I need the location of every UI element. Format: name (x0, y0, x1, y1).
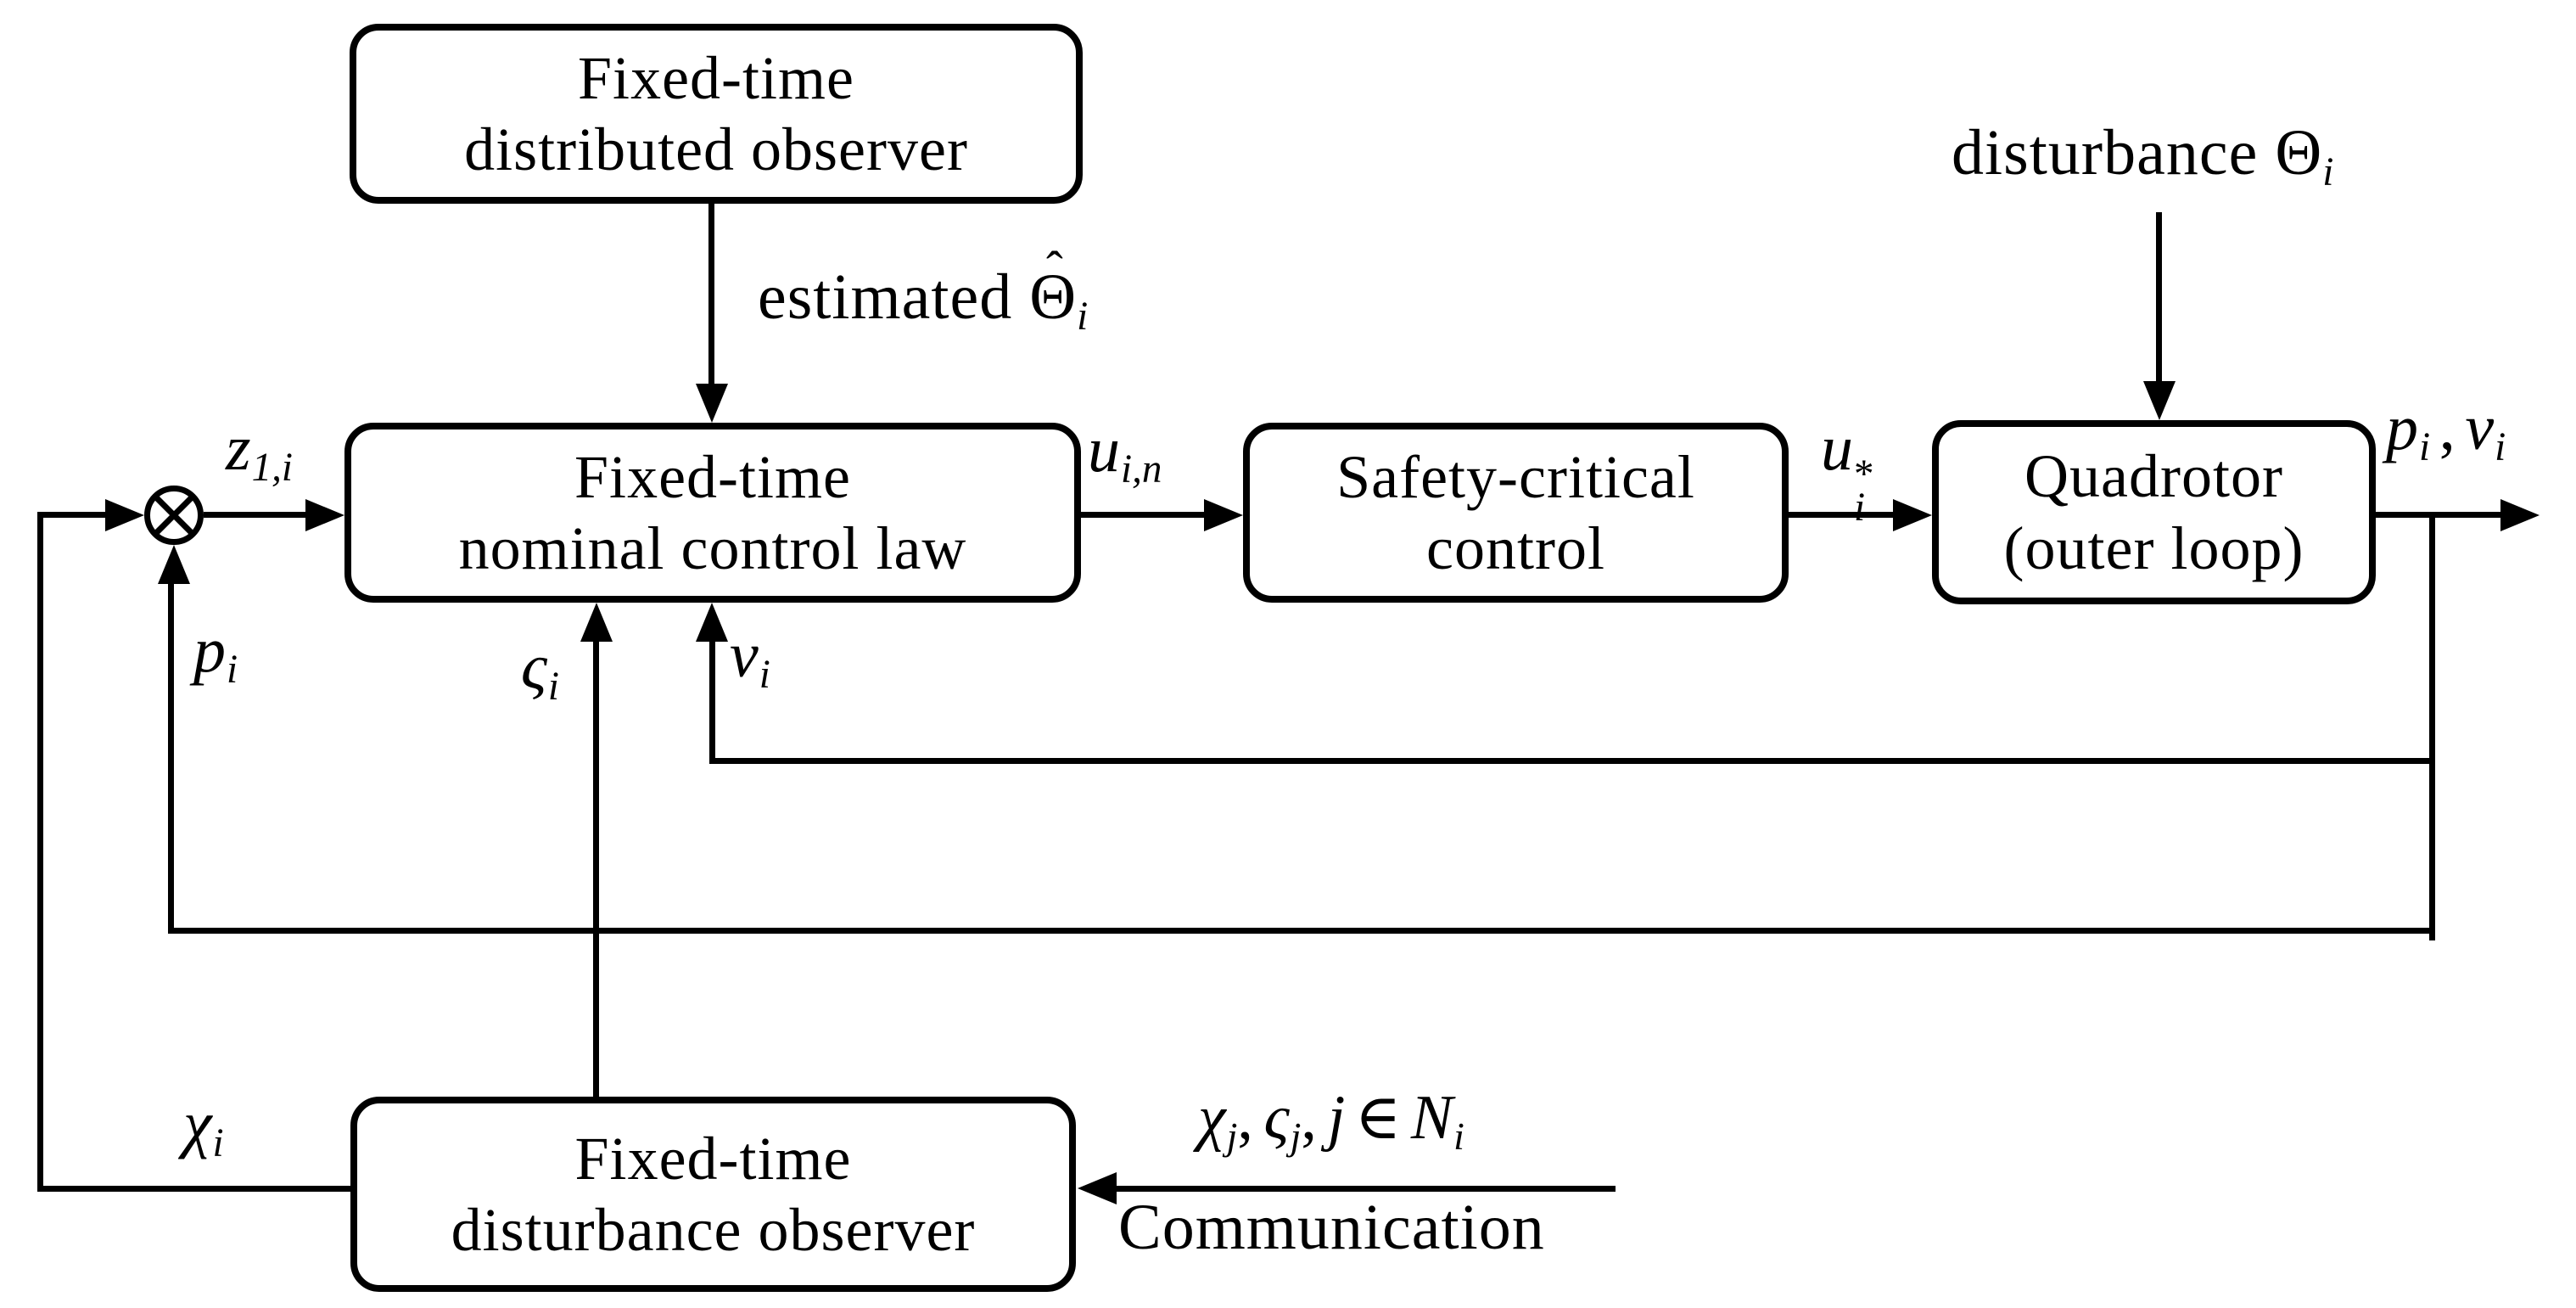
block-label-line: disturbance observer (451, 1196, 976, 1264)
label-disturbance-theta: disturbance Θi (1952, 117, 2334, 195)
block-fixed-time-disturbance-observer: Fixed-time disturbance observer (350, 1097, 1076, 1292)
summing-junction-icon (144, 486, 204, 545)
block-label-line: nominal control law (458, 514, 967, 582)
v-feedback-horizontal-line (709, 758, 2435, 764)
disturbance-line (2156, 212, 2162, 384)
block-safety-critical-control: Safety-critical control (1243, 423, 1789, 603)
arrowhead-down-icon (2143, 381, 2176, 420)
p-feedback-vertical-line (168, 581, 174, 934)
arrowhead-right-icon (105, 499, 144, 531)
label-p-v-output: pi,vi (2386, 392, 2506, 470)
u-star-line (1787, 512, 1896, 518)
arrowhead-right-icon (1204, 499, 1243, 531)
chi-feedback-vertical-line (37, 512, 43, 1192)
label-communication: Communication (1118, 1192, 1545, 1263)
arrowhead-up-icon (696, 603, 728, 642)
z1-line (204, 512, 305, 518)
block-label-line: Fixed-time (574, 1124, 852, 1193)
block-quadrotor-outer-loop: Quadrotor (outer loop) (1932, 420, 2376, 604)
arrowhead-up-icon (158, 545, 190, 584)
chi-feedback-horizontal-line (37, 1186, 353, 1192)
block-label-line: Fixed-time (578, 43, 854, 112)
block-label-line: (outer loop) (2003, 514, 2304, 582)
estimated-theta-line (708, 204, 714, 385)
arrowhead-down-icon (696, 384, 728, 423)
p-feedback-horizontal-line (168, 928, 2435, 934)
varsigma-line (593, 639, 599, 1097)
block-label-line: Fixed-time (574, 442, 851, 511)
label-z1i: z1,i (226, 413, 293, 491)
arrowhead-right-icon (1893, 499, 1932, 531)
arrowhead-right-icon (305, 499, 344, 531)
output-line (2374, 512, 2503, 518)
label-varsigma-feedback: ςi (521, 632, 559, 710)
block-label-line: control (1426, 514, 1605, 582)
u-nominal-line (1079, 512, 1207, 518)
junction-input-line (37, 512, 109, 518)
label-p-feedback: pi (193, 615, 238, 693)
v-feedback-vertical-line (709, 639, 715, 764)
block-fixed-time-distributed-observer: Fixed-time distributed observer (350, 24, 1083, 204)
label-u-nominal: ui,n (1088, 414, 1162, 492)
label-u-star: u*i (1821, 413, 1874, 530)
output-branch-vertical-line (2429, 512, 2435, 940)
label-neighbor-info: χj,ςj,j∈Ni (1198, 1083, 1464, 1158)
arrowhead-up-icon (580, 603, 613, 642)
communication-line (1113, 1186, 1616, 1192)
arrowhead-left-icon (1078, 1172, 1117, 1204)
block-label-line: distributed observer (464, 115, 968, 183)
block-fixed-time-nominal-control-law: Fixed-time nominal control law (344, 423, 1081, 603)
label-chi-feedback: χi (183, 1088, 224, 1166)
block-label-line: Quadrotor (2024, 442, 2283, 511)
arrowhead-right-icon (2500, 499, 2540, 531)
label-v-feedback: vi (730, 620, 770, 698)
block-label-line: Safety-critical (1336, 442, 1695, 511)
